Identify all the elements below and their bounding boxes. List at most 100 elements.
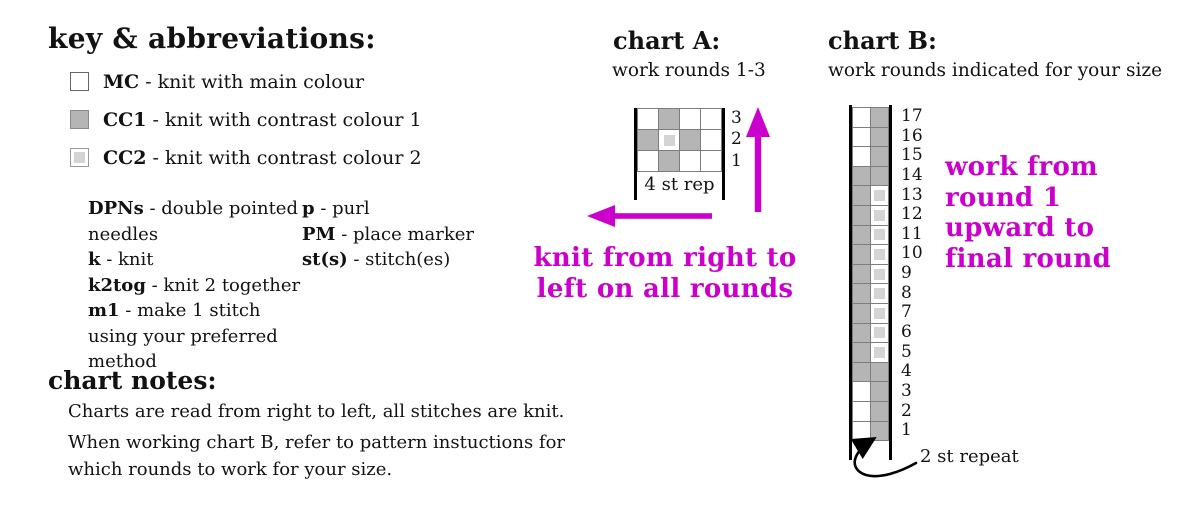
key-heading: key & abbreviations:: [48, 22, 376, 55]
key-item-label: MC - knit with main colour: [103, 70, 365, 93]
chart-a-left-border: [634, 108, 637, 200]
chart-b-grid: [852, 107, 889, 442]
work-direction-text-line: work from: [945, 152, 1098, 182]
key-item-abbr: CC1: [103, 108, 147, 131]
chart-b-cell-cc1: [853, 186, 870, 205]
chart-notes-heading: chart notes:: [48, 366, 217, 395]
chart-b-cell-cc2: [871, 186, 888, 205]
chart-b-cell-cc1: [871, 401, 888, 421]
chart-b-cell-cc2: [871, 323, 888, 343]
abbreviation-term: st(s): [302, 249, 348, 270]
chart-b-cell-cc1: [871, 362, 888, 382]
abbreviation-term: k2tog: [88, 274, 146, 296]
chart-a-grid: [637, 108, 722, 172]
chart-b-repeat-label: 2 st repeat: [920, 446, 1019, 467]
chart-b-cell-cc1: [853, 284, 870, 303]
cc2-inner-square: [874, 229, 885, 241]
chart-b-cell-cc1: [871, 147, 888, 166]
chart-b-cell-cc1: [853, 205, 870, 225]
cc2-inner-square: [874, 307, 885, 319]
cc2-inner-square: [874, 190, 885, 202]
abbreviation-term: k: [88, 249, 101, 270]
mc-swatch-icon: [70, 72, 89, 91]
chart-a-cell-cc1: [638, 130, 658, 150]
abbreviation-entry: k2tog - knit 2 together: [88, 274, 301, 296]
cc2-inner-square: [874, 268, 885, 280]
chart-a-cell-mc: [701, 151, 721, 171]
abbreviation-entry: PM - place marker: [302, 223, 475, 245]
chart-b-row-number: 11: [901, 223, 923, 244]
chart-b-row-number: 14: [901, 164, 923, 185]
chart-b-row-number: 4: [901, 361, 912, 382]
abbreviation-entry: k - knit: [88, 249, 154, 270]
chart-b-row-number: 5: [901, 341, 912, 362]
repeat-pointer-curved-arrow-icon: [850, 436, 918, 478]
chart-b-cell-cc1: [853, 343, 870, 362]
abbreviation-term: m1: [88, 300, 120, 321]
chart-a-repeat-label: 4 st rep: [644, 174, 715, 195]
chart-b-row-number: 2: [901, 400, 912, 421]
work-direction-text-line: upward to: [945, 213, 1095, 243]
chart-a-cell-mc: [701, 109, 721, 129]
chart-b-row-number: 6: [901, 322, 912, 343]
chart-b-right-border: [889, 105, 892, 460]
key-item-label: CC1 - knit with contrast colour 1: [103, 108, 422, 131]
chart-b-cell-cc1: [871, 382, 888, 401]
knit-direction-text-line: knit from right to: [533, 243, 797, 273]
chart-b-cell-cc2: [871, 245, 888, 264]
chart-b-row-number: 17: [901, 106, 923, 126]
key-item: CC2 - knit with contrast colour 2: [70, 146, 422, 169]
chart-b-cell-mc: [853, 108, 870, 127]
chart-b-row-number: 15: [901, 145, 923, 166]
chart-notes-list: Charts are read from right to left, all …: [68, 398, 598, 487]
chart-a-cell-cc1: [659, 109, 679, 129]
chart-b-cell-cc1: [853, 323, 870, 343]
chart-b-cell-cc1: [871, 108, 888, 127]
chart-a-cell-cc1: [659, 151, 679, 171]
chart-b-cell-mc: [853, 147, 870, 166]
cc2-inner-square: [874, 327, 885, 339]
chart-b-cell-mc: [853, 127, 870, 147]
chart-b-cell-mc: [853, 401, 870, 421]
chart-note-line: When working chart B, refer to pattern i…: [68, 432, 566, 480]
chart-b-cell-cc1: [871, 421, 888, 441]
cc1-swatch-icon: [70, 110, 89, 129]
chart-a-heading: chart A:: [613, 26, 721, 55]
chart-b-heading: chart B:: [828, 26, 937, 55]
cc2-swatch-icon: [70, 148, 89, 167]
chart-b-cell-cc2: [871, 343, 888, 362]
abbreviation-term: p: [302, 198, 315, 219]
chart-b-cell-cc1: [853, 303, 870, 323]
abbreviation-entry: st(s) - stitch(es): [302, 249, 451, 270]
chart-a-cell-mc: [680, 109, 700, 129]
chart-b-cell-cc2: [871, 303, 888, 323]
chart-note-line: Charts are read from right to left, all …: [68, 401, 565, 422]
key-item-abbr: CC2: [103, 146, 147, 169]
chart-b-row-number: 16: [901, 125, 923, 146]
chart-a-row-number: 3: [731, 108, 742, 128]
chart-b-row-number: 8: [901, 282, 912, 303]
chart-a-cell-mc: [638, 109, 658, 129]
cc2-inner-square: [874, 346, 885, 358]
chart-b-cell-cc1: [853, 225, 870, 245]
chart-a-row-number: 1: [731, 150, 742, 171]
chart-b-row-number: 9: [901, 263, 912, 284]
chart-a-cell-cc1: [680, 130, 700, 150]
chart-a-right-border: [722, 108, 725, 200]
work-direction-text-line: final round: [945, 243, 1112, 274]
chart-a-subtitle: work rounds 1-3: [612, 60, 766, 81]
chart-b-left-border: [849, 105, 852, 460]
chart-a-cell-mc: [680, 151, 700, 171]
chart-b-subtitle: work rounds indicated for your size: [828, 60, 1163, 81]
chart-b-cell-mc: [853, 382, 870, 401]
chart-a-cell-mc: [638, 151, 658, 171]
cc2-inner-square: [874, 248, 885, 260]
chart-a-cell-cc2: [659, 130, 679, 150]
chart-b-cell-cc1: [853, 362, 870, 382]
leftward-direction-arrow-icon: [587, 205, 712, 227]
